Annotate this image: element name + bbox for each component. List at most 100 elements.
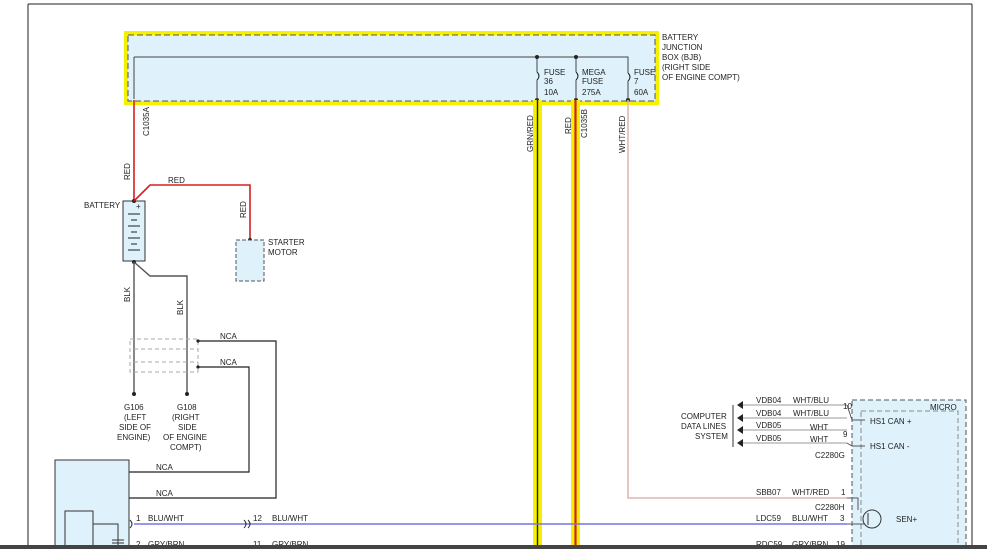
wire-label-nca-3: NCA (156, 463, 174, 472)
data-line-arrow-3 (737, 426, 743, 434)
data-line-circuit-4: VDB05 (756, 434, 782, 443)
starter-feed-red (133, 184, 251, 240)
wht-red-wire (627, 100, 847, 499)
sbb07-internal (847, 497, 859, 510)
left-module-inner-wire (93, 523, 119, 549)
starter-label-2: MOTOR (268, 248, 298, 257)
ldc59-circuit: LDC59 (756, 514, 781, 523)
connector-c1035b: C1035B (580, 109, 589, 138)
battery-body (122, 200, 146, 262)
bjb-outline (127, 34, 656, 102)
viewer-bottom-bar (0, 545, 987, 549)
data-line-color-4: WHT (810, 435, 828, 444)
bjb-title-2: JUNCTION (662, 43, 703, 52)
data-lines-label-2: DATA LINES (681, 422, 726, 431)
gry-brn-label-left: GRY/BRN (148, 540, 185, 549)
fuse36-label-1: FUSE (544, 68, 565, 77)
sbb07-circuit: SBB07 (756, 488, 781, 497)
ldc59-color: BLU/WHT (792, 514, 828, 523)
sbb07-color: WHT/RED (792, 488, 830, 497)
data-line-arrow-4 (737, 439, 743, 447)
blu-wht-label-left: BLU/WHT (148, 514, 184, 523)
rdc59-color: GRY/BRN (792, 540, 829, 549)
sbb07-pin: 1 (841, 488, 846, 497)
mega-node (574, 55, 578, 59)
wire-label-nca-4: NCA (156, 489, 174, 498)
wire-label-red-2: RED (168, 176, 185, 185)
g106-label-3: SIDE OF (119, 423, 151, 432)
ground-wire-g108 (133, 261, 188, 394)
connector-c2280g: C2280G (815, 451, 845, 460)
connector-c1035a: C1035A (142, 106, 151, 136)
data-line-color-2: WHT/BLU (793, 409, 829, 418)
g108-label-2: (RIGHT (172, 413, 200, 422)
fuse36-label-2: 36 (544, 77, 553, 86)
data-line-circuit-2: VDB04 (756, 409, 782, 418)
battery-plus: + (136, 202, 141, 211)
data-line-arrow-2 (737, 414, 743, 422)
blu-wht-connector-left (129, 519, 133, 529)
data-line-row-3: VDB05 WHT (737, 421, 847, 434)
mega-label-3: 275A (582, 88, 601, 97)
fuse7-label-2: 7 (634, 77, 639, 86)
fuse7-symbol (627, 72, 631, 82)
blu-wht-pin-left: 1 (136, 514, 141, 523)
ground-splice-box (129, 338, 199, 373)
wire-label-red-3: RED (239, 201, 248, 218)
data-line-pin-4: 9 (843, 430, 848, 439)
connector-c2280h: C2280H (815, 503, 845, 512)
rdc59-pin: 19 (836, 540, 845, 549)
wire-label-red-mega: RED (564, 117, 573, 134)
nca-wire-outer (128, 340, 277, 499)
wire-label-red-1: RED (123, 163, 132, 180)
micro-sen-plus: SEN+ (896, 515, 917, 524)
data-line-row-4: VDB05 WHT 9 (737, 430, 848, 447)
bjb-title-3: BOX (BJB) (662, 53, 701, 62)
g106-label-1: G106 (124, 403, 144, 412)
gry-brn-label-inline: GRY/BRN (272, 540, 309, 549)
blu-wht-label-inline: BLU/WHT (272, 514, 308, 523)
wire-label-nca-2: NCA (220, 358, 238, 367)
g108-label-3: SIDE (178, 423, 197, 432)
mega-label-2: FUSE (582, 77, 603, 86)
nca-wire-inner (128, 366, 250, 473)
micro-can-minus: HS1 CAN - (870, 442, 910, 451)
micro-module (851, 399, 967, 549)
fuse7-label-3: 60A (634, 88, 649, 97)
bjb-title-1: BATTERY (662, 33, 699, 42)
fuse36-symbol (536, 71, 540, 81)
starter-label-1: STARTER (268, 238, 305, 247)
fuse7-label-1: FUSE (634, 68, 655, 77)
battery: + (122, 199, 146, 264)
g108-label-4: OF ENGINE (163, 433, 207, 442)
data-lines-label-1: COMPUTER (681, 412, 727, 421)
mega-label-1: MEGA (582, 68, 606, 77)
g106-label-2: (LEFT (124, 413, 146, 422)
can-minus-wire (846, 442, 865, 447)
data-line-row-2: VDB04 WHT/BLU (737, 409, 847, 422)
left-module-inner (64, 510, 94, 549)
g106-label-4: ENGINE) (117, 433, 151, 442)
bjb-bus (134, 56, 629, 73)
bjb-title-4: (RIGHT SIDE (662, 63, 710, 72)
data-line-circuit-1: VDB04 (756, 396, 782, 405)
wire-label-wht-red-vertical: WHT/RED (618, 115, 627, 153)
wire-label-grn-red: GRN/RED (526, 115, 535, 152)
gry-brn-pin-left: 2 (136, 540, 141, 549)
mega-fuse-symbol (575, 71, 579, 81)
fuse36-node (535, 55, 539, 59)
rdc59-circuit: RDC59 (756, 540, 783, 549)
wire-label-blk-2: BLK (176, 299, 185, 315)
battery-junction-box: FUSE 36 10A MEGA FUSE 275A FUSE 7 60A (124, 31, 659, 105)
g106-node (132, 392, 136, 396)
can-plus-wire (846, 404, 865, 421)
wire-label-blk-1: BLK (123, 286, 132, 302)
data-line-circuit-3: VDB05 (756, 421, 782, 430)
g108-node (185, 392, 189, 396)
data-lines-label-3: SYSTEM (695, 432, 728, 441)
micro-title: MICRO (930, 403, 957, 412)
g108-label-1: G108 (177, 403, 197, 412)
ldc59-pin: 3 (840, 514, 845, 523)
bjb-title-5: OF ENGINE COMPT) (662, 73, 740, 82)
blu-wht-pin-inline: 12 (253, 514, 262, 523)
